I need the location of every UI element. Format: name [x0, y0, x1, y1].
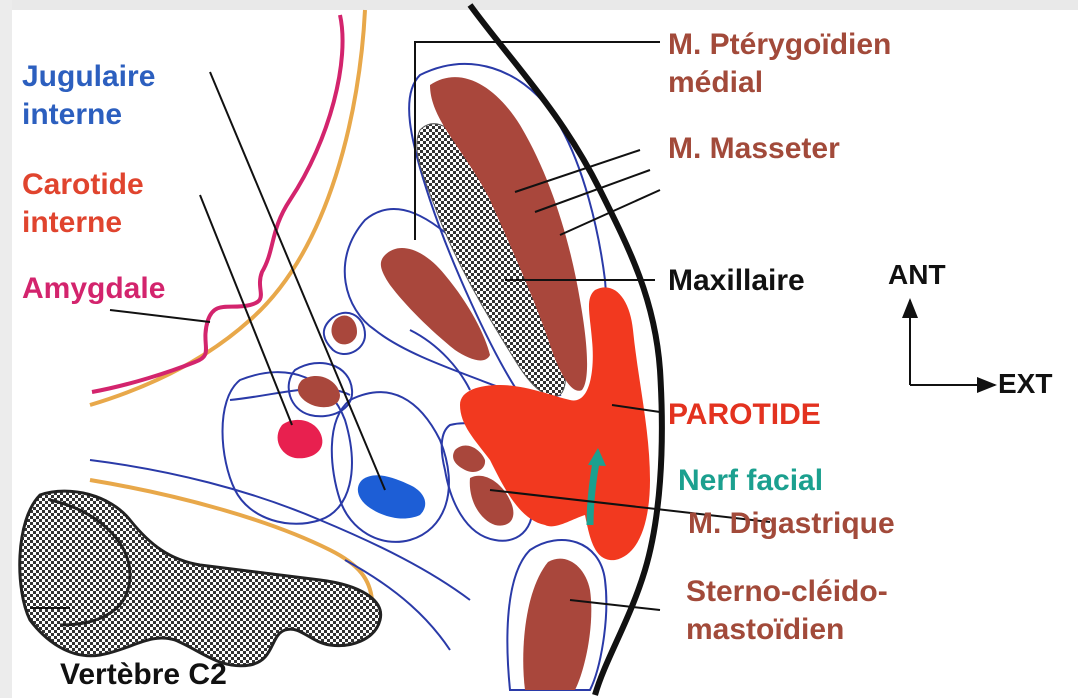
label-jugulaire-line2: interne [22, 96, 122, 134]
label-vertebre-c2: Vertèbre C2 [60, 656, 227, 694]
label-carotide-line1: Carotide [22, 166, 144, 204]
label-masseter: M. Masseter [668, 130, 840, 168]
label-pterygoidien-line2: médial [668, 64, 763, 102]
label-pterygoidien-line1: M. Ptérygoïdien [668, 26, 891, 64]
label-nerf-facial: Nerf facial [678, 462, 823, 500]
label-parotide: PAROTIDE [668, 396, 821, 434]
label-digastrique: M. Digastrique [688, 505, 895, 543]
label-scm-line2: mastoïdien [686, 611, 844, 649]
label-scm-line1: Sterno-cléido- [686, 573, 888, 611]
label-ant: ANT [888, 256, 946, 294]
label-maxillaire: Maxillaire [668, 262, 805, 300]
label-ext: EXT [998, 365, 1052, 403]
label-jugulaire-line1: Jugulaire [22, 58, 155, 96]
label-carotide-line2: interne [22, 204, 122, 242]
label-amygdale: Amygdale [22, 270, 165, 308]
